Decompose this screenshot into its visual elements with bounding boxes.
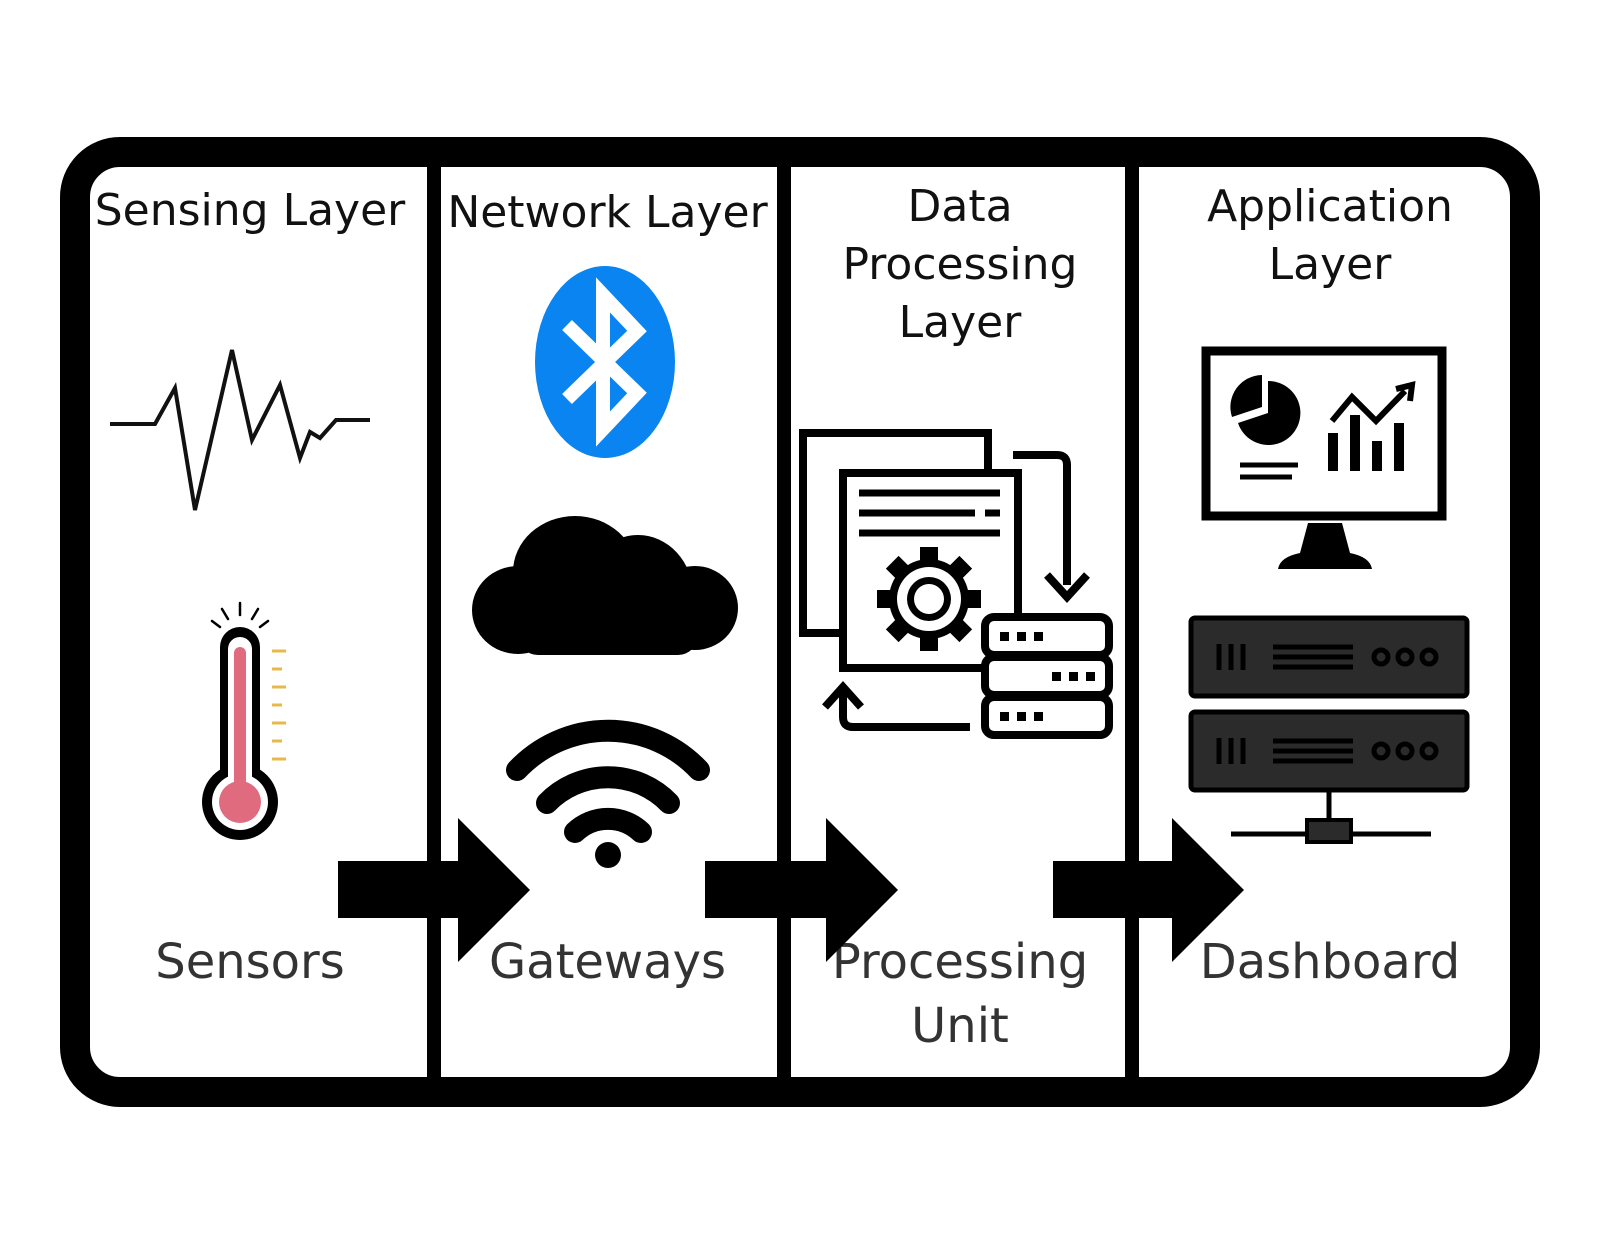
divider-1 bbox=[427, 152, 441, 1092]
divider-3 bbox=[1125, 152, 1139, 1092]
cloud-icon bbox=[472, 516, 738, 655]
thermometer-icon bbox=[202, 601, 286, 840]
processing-unit-label: Processing Unit bbox=[831, 934, 1089, 1054]
wifi-icon bbox=[506, 719, 710, 868]
application-layer-title: Application Layer bbox=[1207, 181, 1453, 290]
pulse-wave-icon bbox=[110, 349, 370, 511]
gateways-label: Gateways bbox=[488, 934, 727, 990]
divider-2 bbox=[777, 152, 791, 1092]
bluetooth-icon bbox=[535, 266, 675, 458]
data-processing-icon bbox=[799, 429, 1113, 739]
server-rack-icon bbox=[1188, 615, 1470, 844]
dashboard-monitor-icon bbox=[1201, 346, 1447, 569]
sensors-label: Sensors bbox=[155, 934, 345, 990]
dashboard-label: Dashboard bbox=[1199, 934, 1461, 990]
sensing-layer-title: Sensing Layer bbox=[94, 185, 406, 236]
data-processing-layer-title: Data Processing Layer bbox=[842, 181, 1078, 348]
network-layer-title: Network Layer bbox=[447, 187, 768, 238]
